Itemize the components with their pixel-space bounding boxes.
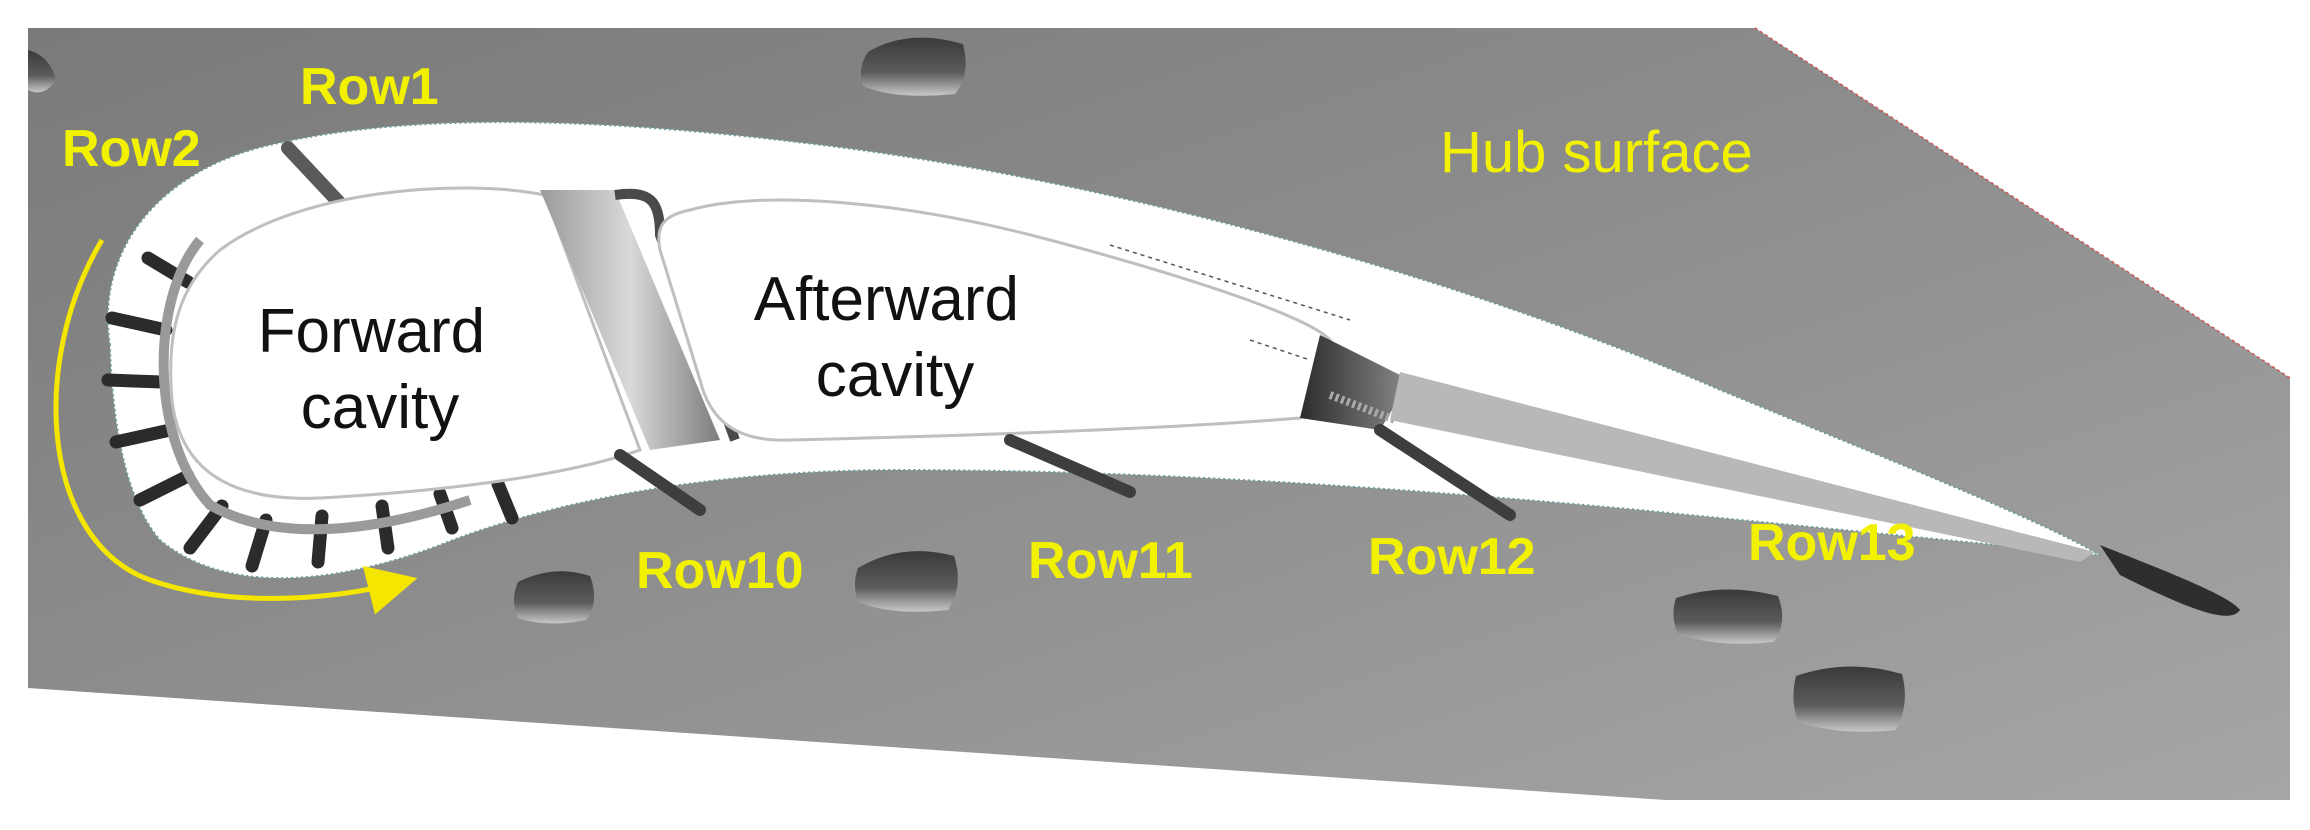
hub-hole	[1673, 589, 1783, 644]
label-row1: Row1	[300, 58, 439, 116]
hub-hole	[28, 50, 56, 93]
label-row13: Row13	[1748, 514, 1916, 572]
hub-hole	[1793, 666, 1905, 732]
label-afterward-cavity-line1: Afterward	[754, 265, 1019, 334]
hub-holes	[28, 37, 1905, 732]
label-afterward-cavity-line2: cavity	[816, 341, 974, 410]
trailing-edge-slot	[1300, 335, 1410, 430]
internal-guide-line	[1109, 244, 1351, 321]
curved-arrow-icon	[53, 238, 418, 615]
label-row10: Row10	[636, 542, 804, 600]
label-row2: Row2	[62, 120, 201, 178]
row11-hole	[1004, 434, 1136, 498]
label-hub-surface: Hub surface	[1440, 120, 1753, 185]
hub-surface-edge	[1754, 27, 2291, 379]
label-row11: Row11	[1028, 532, 1193, 590]
hub-hole	[855, 551, 958, 612]
leading-edge-ribs	[101, 251, 519, 573]
label-row12: Row12	[1368, 528, 1536, 586]
forward-cavity	[169, 186, 642, 500]
label-afterward-cavity: Afterward cavity	[754, 265, 1037, 410]
label-forward-cavity-line1: Forward	[258, 297, 485, 366]
leading-edge-inner-wall	[158, 236, 472, 535]
row10-hole	[614, 449, 706, 516]
row12-hole	[1374, 424, 1516, 521]
label-forward-cavity-line2: cavity	[301, 373, 459, 442]
trailing-edge-tip	[2100, 545, 2240, 616]
label-forward-cavity: Forward cavity	[258, 297, 503, 442]
internal-guide-line	[1249, 339, 1311, 361]
pressure-side-holes	[614, 424, 1516, 521]
hub-hole	[860, 37, 966, 96]
separating-rib	[540, 190, 720, 450]
trailing-edge-channel	[1390, 372, 2095, 562]
hub-hole	[514, 571, 595, 624]
